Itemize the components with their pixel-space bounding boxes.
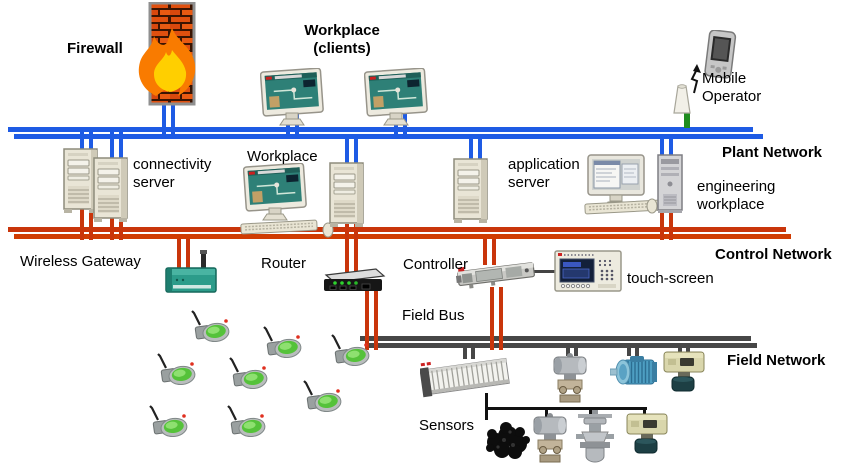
- router-fieldbus-link: [365, 291, 378, 350]
- router-icon: [320, 267, 386, 293]
- engineering-workplace-label: engineering workplace: [697, 178, 776, 213]
- wireless-sensor-icon: [298, 380, 344, 414]
- engworkplace-control-link: [660, 208, 673, 240]
- plant-network-line-upper: [8, 127, 753, 132]
- wireless-sensor-icon: [326, 334, 372, 368]
- workplace-monitor-icon: [243, 163, 309, 221]
- client-monitor-icon: [260, 68, 326, 126]
- firewall-icon: [126, 2, 226, 110]
- server2-control-link: [110, 215, 123, 240]
- motor-icon: [610, 354, 662, 390]
- connectivity-server-label: connectivity server: [133, 156, 212, 191]
- workplace-router-link: [345, 224, 358, 272]
- field-network-line-upper: [360, 336, 751, 341]
- touch-screen-icon: [554, 250, 622, 292]
- application-server-label: application server: [508, 156, 580, 191]
- touch-screen-label: touch-screen: [627, 270, 714, 287]
- wireless-sensor-icon: [224, 357, 270, 391]
- positioner-field-stub: [678, 345, 690, 356]
- firewall-plant-link: [162, 100, 175, 136]
- controller-control-link: [483, 239, 496, 265]
- client-monitor-icon: [364, 68, 430, 126]
- mobile-operator-label: Mobile Operator: [702, 70, 762, 105]
- transmitter-field-stub: [566, 345, 578, 356]
- workplace-clients-label: Workplace (clients): [304, 22, 380, 57]
- sensor-bus-riser: [485, 393, 488, 409]
- server1-control-link: [80, 198, 93, 240]
- application-server-icon: [452, 158, 492, 224]
- engineering-keyboard-icon: [584, 198, 664, 216]
- keyboard-icon: [240, 218, 320, 236]
- wireless-sensor-icon: [258, 326, 304, 360]
- router-label: Router: [261, 255, 307, 272]
- connectivity-server-2-icon: [92, 157, 132, 223]
- pda-icon: [702, 30, 738, 82]
- engworkplace-plant-link: [660, 137, 673, 158]
- controller-icon: [456, 256, 538, 292]
- workplace-label: Workplace: [247, 148, 318, 165]
- workplace-tower-icon: [328, 162, 368, 228]
- gateway-control-link: [177, 239, 190, 274]
- field-bus-label: Field Bus: [402, 307, 465, 324]
- positioner-icon: [660, 350, 706, 394]
- sensors-label: Sensors: [419, 417, 475, 434]
- lightning-arrow-icon: [686, 64, 702, 94]
- io-rack-icon: [420, 352, 514, 402]
- wireless-gateway-icon: [164, 250, 220, 296]
- sensor-drop-1: [485, 410, 488, 420]
- motor-field-stub: [627, 345, 639, 356]
- iorack-field-stub: [463, 345, 475, 359]
- firewall-label: Firewall: [67, 40, 123, 57]
- engineering-tower-icon: [656, 154, 684, 214]
- wireless-sensor-icon: [152, 353, 198, 387]
- valve-icon: [576, 410, 614, 464]
- mobile-operator-plant-stub: [684, 112, 690, 128]
- transmitter-icon: [530, 412, 570, 464]
- plant-network-line-lower: [14, 134, 763, 139]
- engineering-monitor-icon: [586, 153, 646, 209]
- sensor-bus-line: [485, 407, 647, 410]
- plant-network-label: Plant Network: [722, 144, 823, 161]
- wireless-sensor-icon: [186, 310, 232, 344]
- wireless-ap-icon: [670, 84, 694, 116]
- wireless-sensor-icon: [222, 405, 268, 439]
- wireless-sensor-icon: [144, 405, 190, 439]
- workplace-plant-link: [345, 137, 358, 169]
- controller-label: Controller: [403, 256, 469, 273]
- sensor-drop-2: [545, 410, 548, 418]
- transmitter-icon: [550, 352, 590, 404]
- controller-fieldbus-link: [490, 287, 503, 350]
- control-network-line-lower: [14, 234, 791, 239]
- control-network-label: Control Network: [715, 246, 832, 263]
- controller-touchscreen-link: [530, 270, 558, 273]
- appserver-plant-link: [469, 137, 482, 160]
- field-network-label: Field Network: [727, 352, 826, 369]
- field-network-line-lower: [366, 343, 757, 348]
- server2-plant-link: [110, 131, 123, 165]
- server1-plant-link: [80, 131, 93, 157]
- positioner-icon: [623, 412, 669, 456]
- cable-bundle-icon: [482, 416, 532, 460]
- control-network-line-upper: [8, 227, 786, 232]
- wireless-gateway-label: Wireless Gateway: [20, 253, 141, 270]
- engineering-mouse-icon: [646, 198, 658, 214]
